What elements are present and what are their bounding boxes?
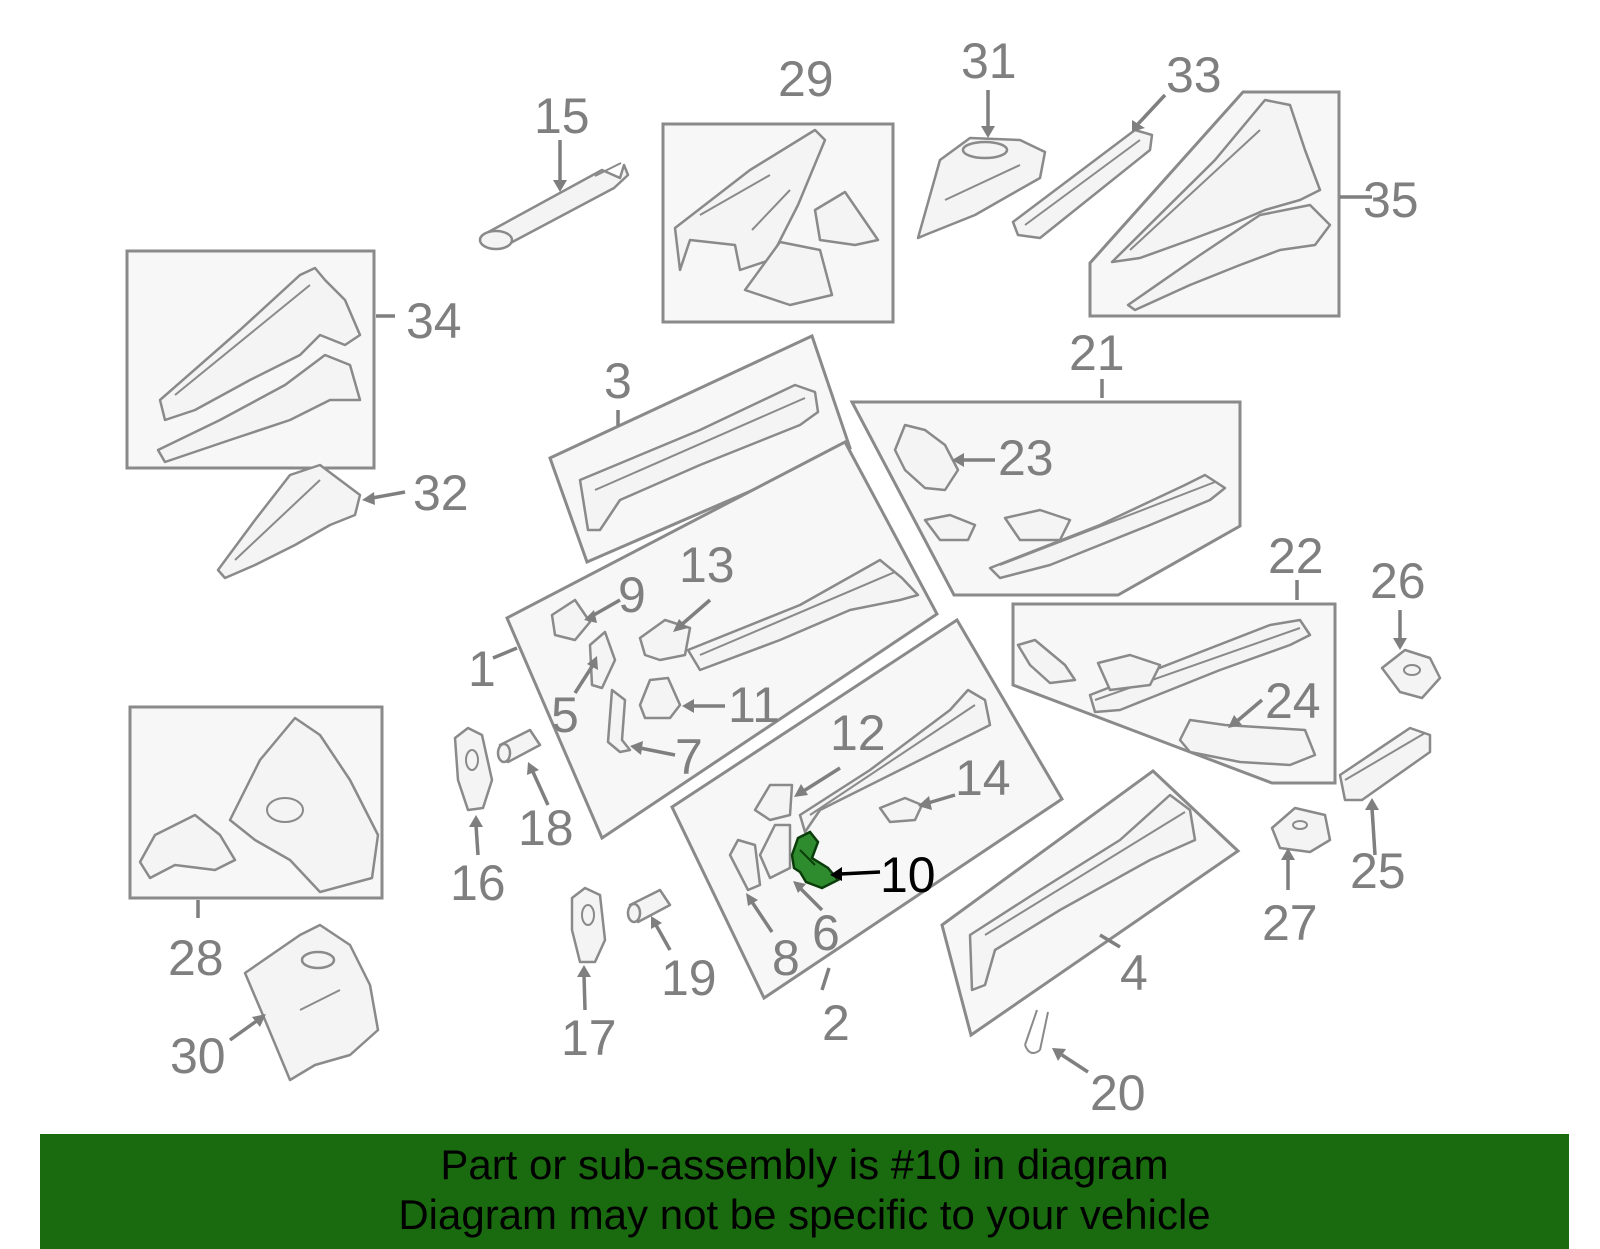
- part-35: [1110, 98, 1332, 312]
- part-32: [216, 463, 362, 580]
- part-1-rail: [686, 558, 920, 672]
- label-30: 30: [170, 1028, 226, 1084]
- part-8: [728, 838, 762, 892]
- label-15: 15: [534, 88, 590, 144]
- label-5: 5: [551, 687, 579, 743]
- part-7: [606, 688, 632, 754]
- label-33: 33: [1166, 47, 1222, 103]
- part-31: [916, 136, 1047, 240]
- leader-lines: [196, 90, 1407, 1074]
- label-2: 2: [822, 995, 850, 1051]
- part-27: [1270, 806, 1332, 854]
- part-21-rail: [988, 473, 1227, 580]
- label-19: 19: [661, 950, 717, 1006]
- label-16: 16: [450, 855, 506, 911]
- part-22-small-a: [1016, 638, 1077, 685]
- callout-labels: 15 29 31 33 35 34 32 3 21 23 22 26 9 13 …: [168, 33, 1426, 1121]
- part-21-small-a: [923, 513, 977, 542]
- label-11: 11: [728, 677, 780, 733]
- label-18: 18: [518, 800, 574, 856]
- part-9: [550, 598, 592, 642]
- part-22-small-b: [1096, 653, 1162, 692]
- banner-line-disclaimer: Diagram may not be specific to your vehi…: [398, 1191, 1211, 1238]
- part-33: [1011, 128, 1154, 240]
- part-5: [588, 630, 617, 690]
- label-20: 20: [1090, 1065, 1146, 1121]
- part-4-rail: [968, 793, 1197, 992]
- part-2-rail: [798, 688, 992, 834]
- label-32: 32: [413, 465, 469, 521]
- part-14: [878, 796, 924, 824]
- label-21: 21: [1069, 325, 1125, 381]
- label-31: 31: [961, 33, 1017, 89]
- label-1: 1: [468, 641, 496, 697]
- label-28: 28: [168, 930, 224, 986]
- part-34: [156, 266, 362, 464]
- label-4: 4: [1120, 945, 1148, 1001]
- label-34: 34: [406, 293, 462, 349]
- part-30: [243, 923, 380, 1082]
- part-6: [758, 823, 792, 880]
- label-24: 24: [1265, 673, 1321, 729]
- part-18: [496, 728, 542, 764]
- label-12: 12: [830, 705, 886, 761]
- label-14: 14: [955, 750, 1011, 806]
- label-25: 25: [1350, 843, 1406, 899]
- label-27: 27: [1262, 895, 1318, 951]
- part-20: [1024, 1009, 1049, 1055]
- label-6: 6: [812, 905, 840, 961]
- label-3: 3: [604, 353, 632, 409]
- part-3: [578, 383, 820, 532]
- part-19: [626, 888, 672, 924]
- part-26: [1380, 648, 1442, 700]
- label-10-highlighted[interactable]: 10: [880, 847, 936, 903]
- label-23: 23: [998, 430, 1054, 486]
- part-17: [570, 886, 607, 964]
- label-7: 7: [675, 729, 703, 785]
- label-22: 22: [1268, 528, 1324, 584]
- label-29: 29: [778, 51, 834, 107]
- part-11: [638, 676, 682, 720]
- label-9: 9: [618, 567, 646, 623]
- info-banner: Part or sub-assembly is #10 in diagram D…: [40, 1134, 1569, 1249]
- part-28: [138, 716, 380, 894]
- label-17: 17: [561, 1010, 617, 1066]
- part-25: [1338, 726, 1432, 802]
- part-24: [1178, 718, 1317, 767]
- part-12: [753, 783, 794, 822]
- part-29: [673, 128, 880, 307]
- banner-line-part: Part or sub-assembly is #10 in diagram: [440, 1141, 1169, 1188]
- label-8: 8: [772, 930, 800, 986]
- part-23: [893, 423, 960, 492]
- part-15: [478, 162, 630, 251]
- label-35: 35: [1363, 172, 1419, 228]
- label-26: 26: [1370, 553, 1426, 609]
- part-21-small-b: [1003, 508, 1072, 542]
- part-16: [453, 726, 494, 812]
- label-13: 13: [679, 537, 735, 593]
